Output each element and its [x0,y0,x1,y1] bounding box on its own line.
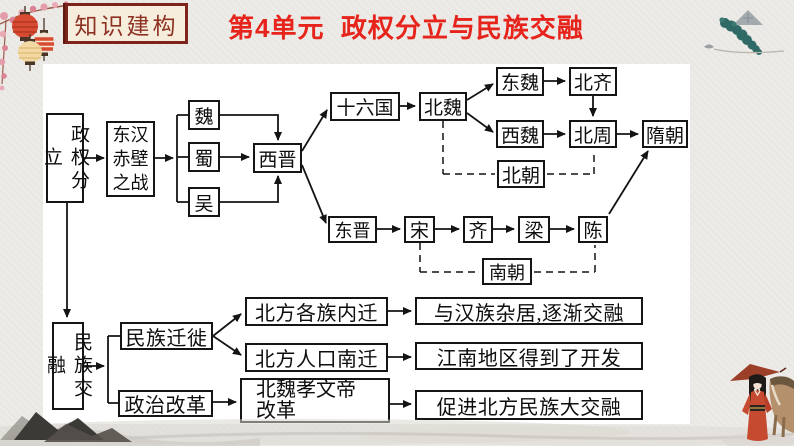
girl-with-horse-icon [722,364,794,446]
node-northern-dynasties: 北朝 [497,160,545,188]
node-sixteen-kingdoms: 十六国 [330,92,400,121]
diagram-panel: 政权分立 东汉赤壁之战 魏 蜀 吴 西晋 十六国 北魏 东魏 北齐 西魏 北周 … [41,64,690,424]
lantern-cream-icon [18,34,42,71]
node-shu: 蜀 [188,142,220,172]
node-easthan-redcliff: 东汉赤壁之战 [106,121,155,197]
node-northern-wei: 北魏 [419,92,467,121]
node-northern-people-south: 北方人口南迁 [245,343,388,372]
node-ethnic-migration: 民族迁徙 [120,322,213,350]
badge-knowledge-construction: 知识建构 [65,3,188,44]
node-liang: 梁 [518,216,550,243]
node-northern-qi: 北齐 [569,67,617,96]
ink-mountains-icon [0,412,794,446]
solid-arrows [63,77,649,408]
node-western-jin: 西晋 [253,143,302,173]
teal-wave [719,17,762,55]
node-qi: 齐 [463,216,493,243]
node-political-division: 政权分立 [41,113,89,203]
page-title: 第4单元 政权分立与民族交融 [228,13,584,43]
dashed-connectors [419,121,596,273]
lanterns-blossoms-icon [0,1,79,91]
node-eastern-wei: 东魏 [496,67,544,96]
teal-branch-icon [704,10,785,55]
node-eastern-jin: 东晋 [328,216,377,243]
node-outcome-mixed-with-han: 与汉族杂居,逐渐交融 [415,297,643,325]
node-song: 宋 [404,216,435,243]
node-southern-dynasties: 南朝 [482,258,532,285]
node-northern-zhou: 北周 [569,120,617,148]
thin-line [713,48,785,54]
node-western-wei: 西魏 [496,120,544,148]
node-political-reform: 政治改革 [118,390,213,417]
node-outcome-jiangnan-developed: 江南地区得到了开发 [415,342,643,370]
node-sui-dynasty: 隋朝 [642,120,688,148]
grey-curl [704,44,714,49]
horse [769,376,794,438]
girl [742,374,772,441]
connector-lines [63,77,649,408]
node-chen: 陈 [578,216,608,243]
node-ethnic-integration: 民族交融 [44,322,92,410]
node-wei: 魏 [188,100,220,130]
node-wu: 吴 [188,187,220,217]
node-outcome-great-integration: 促进北方民族大交融 [415,390,643,420]
node-northern-groups-inward: 北方各族内迁 [245,297,388,326]
